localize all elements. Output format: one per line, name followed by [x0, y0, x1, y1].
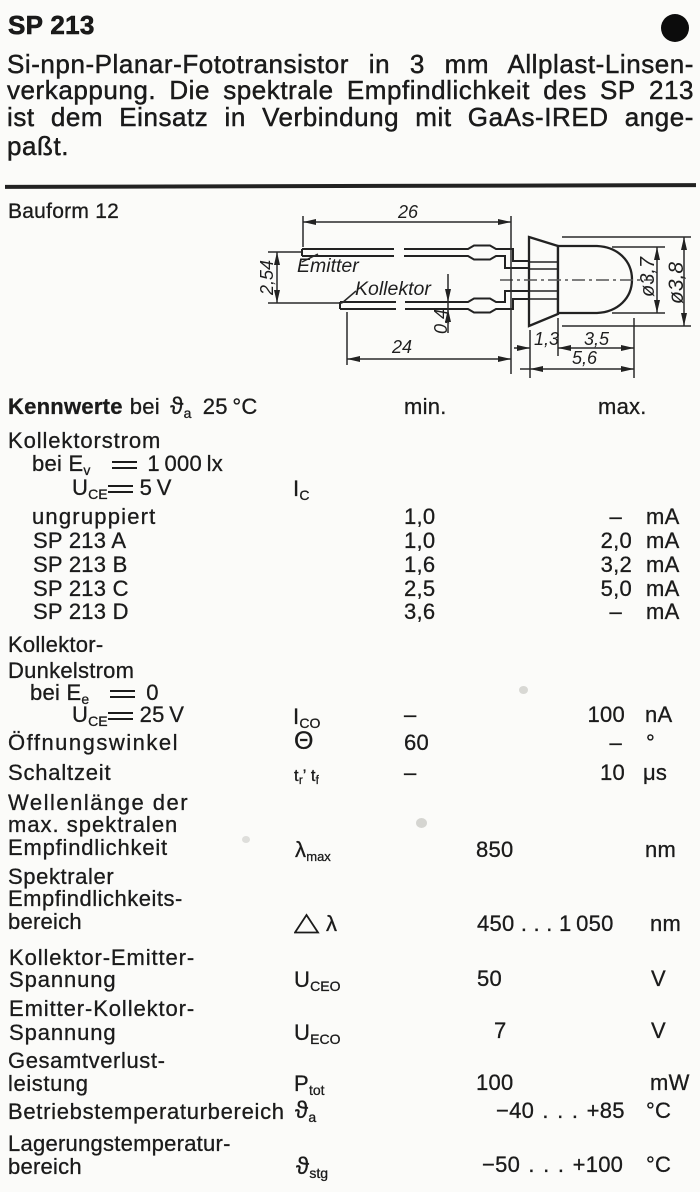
svg-text:24: 24 — [391, 337, 412, 357]
svg-text:5,6: 5,6 — [572, 348, 598, 368]
svg-text:0,4: 0,4 — [431, 309, 451, 334]
svg-text:2,54: 2,54 — [257, 260, 277, 296]
svg-text:ø3,7: ø3,7 — [637, 256, 659, 297]
svg-text:26: 26 — [397, 202, 419, 222]
svg-text:Kollektor: Kollektor — [355, 278, 432, 300]
svg-text:1,3: 1,3 — [534, 329, 559, 349]
svg-text:Emitter: Emitter — [297, 255, 360, 277]
svg-text:3,5: 3,5 — [584, 329, 610, 349]
svg-text:ø3,8: ø3,8 — [665, 262, 688, 304]
